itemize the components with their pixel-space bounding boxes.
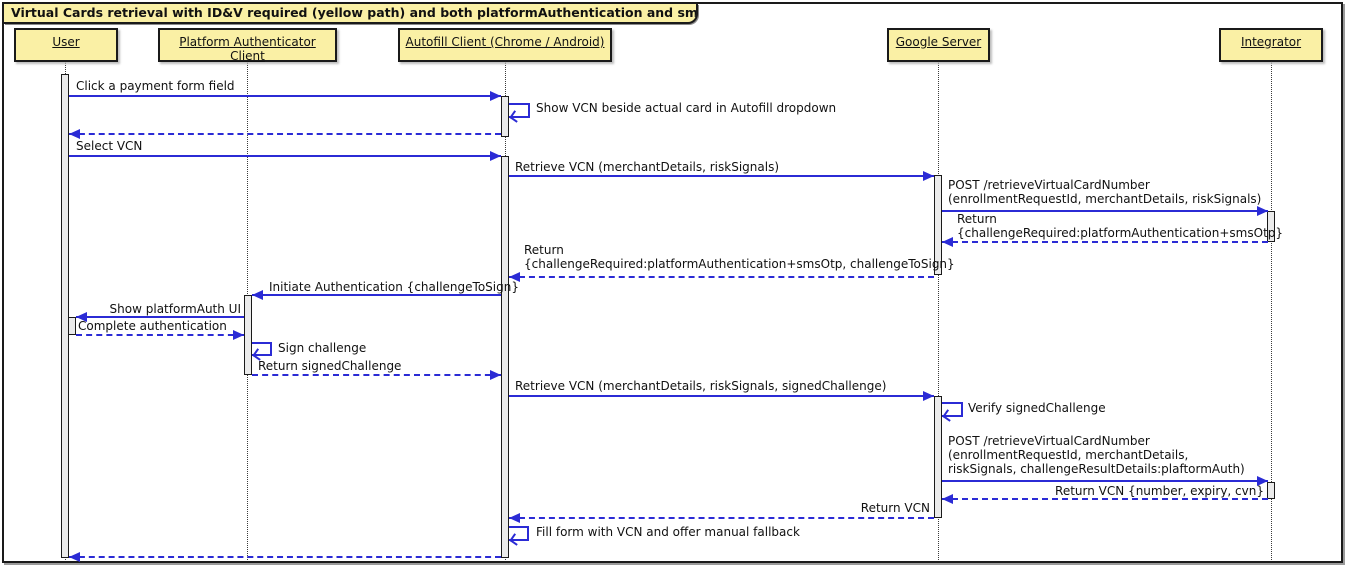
arrowhead-icon (1257, 206, 1268, 216)
arrowhead-icon (490, 91, 501, 101)
diagram-title: Virtual Cards retrieval with ID&V requir… (4, 4, 698, 24)
message-return-challenge-required-label: Return {challengeRequired:platformAuthen… (957, 212, 1284, 240)
activation-integrator-1 (1267, 211, 1275, 242)
arrowhead-icon (942, 237, 953, 247)
diagram-title-text: Virtual Cards retrieval with ID&V requir… (11, 5, 698, 20)
message-post-retrieve-vcn-2-label: POST /retrieveVirtualCardNumber (enrollm… (948, 434, 1245, 476)
arrowhead-icon (509, 272, 520, 282)
message-complete-authentication-label: Complete authentication (78, 319, 227, 333)
message-fill-form-loop (509, 526, 529, 541)
participant-platform-authenticator: Platform Authenticator Client (158, 28, 337, 63)
message-sign-challenge-label: Sign challenge (278, 341, 367, 355)
activation-integrator-2 (1267, 482, 1275, 499)
lifeline-google-server (938, 62, 939, 560)
message-show-vcn-dropdown-label: Show VCN beside actual card in Autofill … (536, 101, 837, 115)
arrowhead-icon (252, 290, 263, 300)
message-retrieve-vcn-2-line (509, 395, 934, 397)
message-select-vcn-label: Select VCN (76, 139, 143, 153)
message-return-challenge-to-sign-label: Return {challengeRequired:platformAuthen… (524, 243, 955, 271)
message-return-vcn-line (509, 517, 934, 519)
activation-autofill-2 (501, 156, 509, 558)
message-retrieve-vcn-1-line (509, 175, 934, 177)
message-post-retrieve-vcn-1-line (942, 210, 1268, 212)
participant-google-server: Google Server (887, 28, 990, 62)
participant-user: User (14, 28, 118, 62)
arrowhead-icon (923, 171, 934, 181)
message-verify-signed-challenge-label: Verify signedChallenge (968, 401, 1106, 415)
participant-autofill-client-label: Autofill Client (Chrome / Android) (405, 35, 605, 49)
activation-user-nested (68, 317, 76, 335)
message-return-vcn-details-line (942, 498, 1268, 500)
message-verify-signed-challenge-loop (942, 402, 963, 417)
lifeline-integrator (1271, 62, 1272, 560)
message-show-platform-auth-ui-label: Show platformAuth UI (109, 302, 241, 316)
message-retrieve-vcn-2-label: Retrieve VCN (merchantDetails, riskSigna… (515, 379, 887, 393)
activation-google-1 (934, 175, 942, 275)
participant-integrator-label: Integrator (1240, 35, 1302, 49)
participant-google-server-label: Google Server (895, 35, 982, 49)
arrowhead-icon (233, 330, 244, 340)
message-post-retrieve-vcn-1-label: POST /retrieveVirtualCardNumber (enrollm… (948, 178, 1262, 206)
participant-autofill-client: Autofill Client (Chrome / Android) (398, 28, 612, 62)
activation-autofill-1 (501, 96, 509, 137)
message-initiate-authentication-label: Initiate Authentication {challengeToSign… (269, 280, 519, 294)
arrowhead-icon (923, 391, 934, 401)
arrowhead-icon (509, 513, 520, 523)
message-complete-authentication-line (76, 334, 244, 336)
participant-platform-authenticator-label: Platform Authenticator Client (179, 35, 316, 63)
message-return-vcn-details-label: Return VCN {number, expiry, cvn} (1055, 484, 1264, 498)
activation-google-2 (934, 396, 942, 518)
arrowhead-icon (490, 370, 501, 380)
message-return-challenge-to-sign-line (509, 276, 934, 278)
message-click-payment-field-label: Click a payment form field (76, 79, 235, 93)
arrowhead-icon (942, 494, 953, 504)
message-show-vcn-dropdown-loop (509, 103, 530, 118)
message-return-signed-challenge-line (252, 374, 501, 376)
activation-user-main (61, 74, 69, 558)
message-return-challenge-required-line (942, 241, 1268, 243)
message-return-vcn-label: Return VCN (860, 501, 930, 515)
participant-integrator: Integrator (1219, 28, 1323, 62)
message-return-to-user-line (69, 133, 501, 135)
message-select-vcn-line (69, 155, 501, 157)
message-final-return-to-user-line (69, 556, 501, 558)
participant-user-label: User (52, 35, 80, 49)
arrowhead-icon (76, 312, 87, 322)
message-post-retrieve-vcn-2-line (942, 480, 1268, 482)
message-initiate-authentication-line (252, 294, 501, 296)
message-fill-form-label: Fill form with VCN and offer manual fall… (536, 525, 800, 539)
message-retrieve-vcn-1-label: Retrieve VCN (merchantDetails, riskSigna… (515, 160, 779, 174)
message-show-platform-auth-ui-line (76, 316, 244, 318)
arrowhead-icon (490, 151, 501, 161)
arrowhead-icon (1257, 476, 1268, 486)
message-sign-challenge-loop (252, 342, 272, 356)
message-click-payment-field-line (69, 95, 501, 97)
arrowhead-icon (69, 552, 80, 562)
message-return-signed-challenge-label: Return signedChallenge (258, 359, 402, 373)
arrowhead-icon (69, 129, 80, 139)
activation-platform-authenticator (244, 295, 252, 375)
